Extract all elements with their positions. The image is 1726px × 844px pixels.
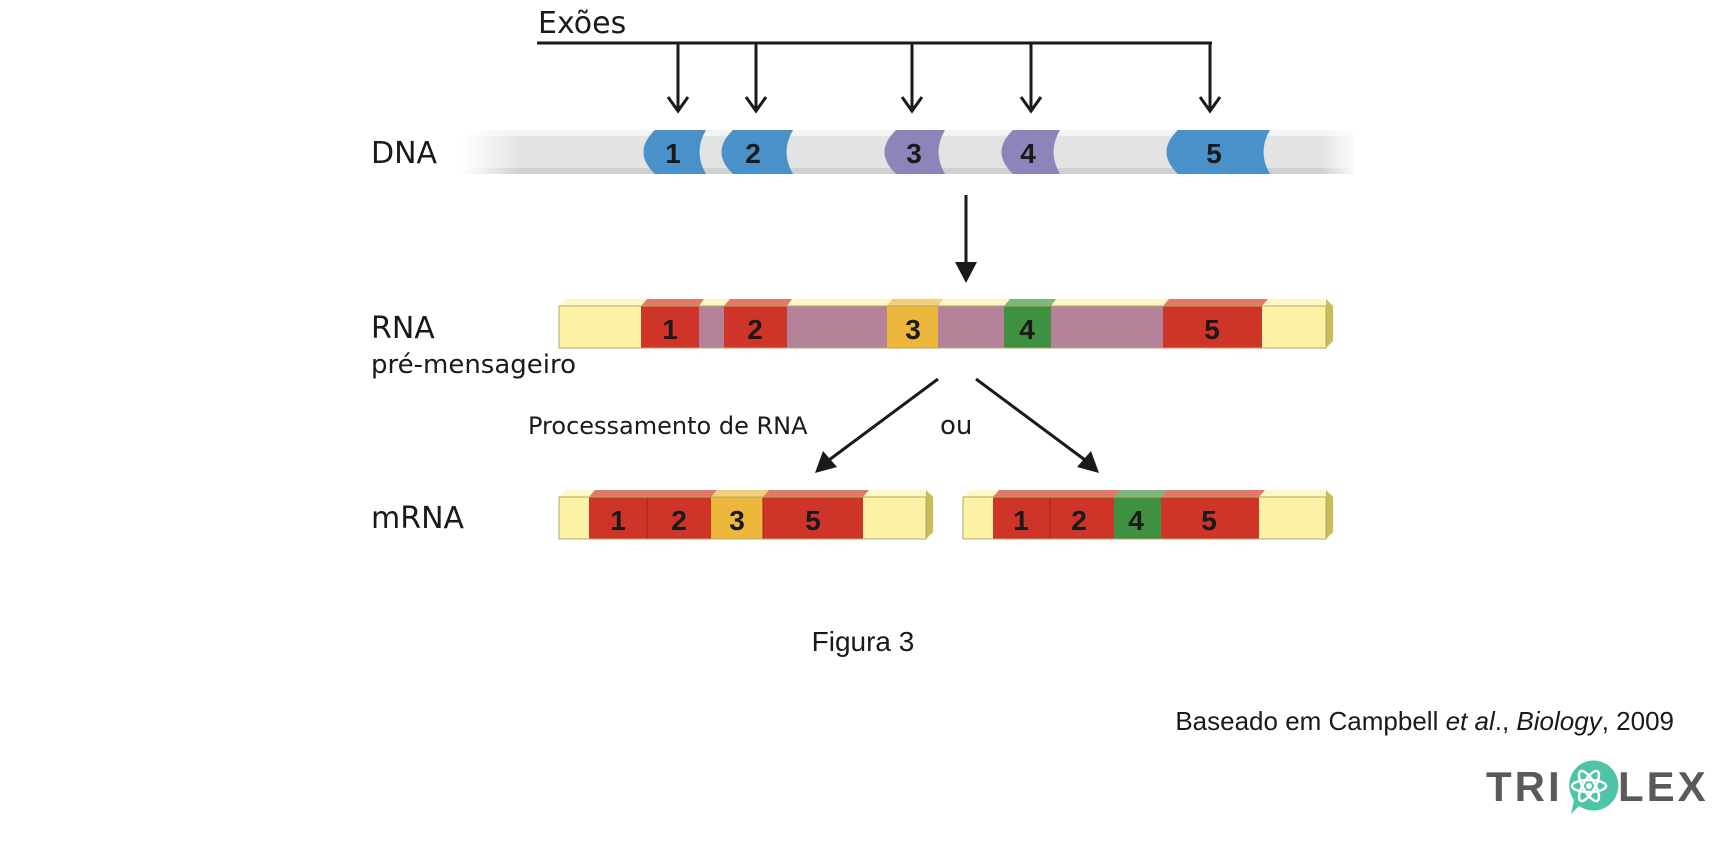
- pre-mrna-strip: [558, 299, 1333, 349]
- dna-exon-1: [643, 130, 706, 174]
- pre-exon-3: [887, 306, 938, 348]
- mrna-a-exon-1: [589, 497, 647, 539]
- mrna-a-number-1: 1: [610, 505, 626, 536]
- pre-exon-1-number: 1: [662, 314, 678, 345]
- atom-icon: [1569, 760, 1619, 814]
- mrna-variant-a: [558, 490, 933, 540]
- exons-label: Exões: [538, 6, 626, 41]
- dna-exon-4-number: 4: [1020, 138, 1036, 169]
- trilex-logo: TRI LEX: [1486, 760, 1709, 814]
- dna-label: DNA: [371, 136, 438, 171]
- mrna-b-number-2: 2: [1071, 505, 1087, 536]
- mrna-a-exon-3: [711, 497, 763, 539]
- mrna-a-exon-5: [763, 497, 863, 539]
- pre-exon-4: [1004, 306, 1051, 348]
- dna-exon-5: [1166, 130, 1270, 174]
- pre-exon-3-number: 3: [905, 314, 921, 345]
- pre-exon-5: [1163, 306, 1262, 348]
- mrna-b-number-4: 4: [1128, 505, 1144, 536]
- mrna-a-number-5: 5: [805, 505, 821, 536]
- dna-exon-3-number: 3: [906, 138, 922, 169]
- mrna-b-exon-4: [1114, 497, 1161, 539]
- mrna-variant-b: [962, 490, 1333, 540]
- mrna-b-exon-1: [993, 497, 1050, 539]
- dna-molecule: [462, 130, 1358, 174]
- dna-exon-5-number: 5: [1206, 138, 1222, 169]
- pre-exon-4-number: 4: [1019, 314, 1035, 345]
- or-label: ou: [940, 411, 972, 441]
- mrna-a-exon-2: [647, 497, 711, 539]
- dna-exon-2: [721, 130, 793, 174]
- pre-exon-5-number: 5: [1204, 314, 1220, 345]
- pre-exon-1: [641, 306, 699, 348]
- dna-exon-3: [884, 130, 945, 174]
- mrna-b-exon-5: [1161, 497, 1259, 539]
- pre-exon-2-number: 2: [747, 314, 763, 345]
- transcription-arrow: [955, 195, 977, 283]
- mrna-b-exon-2: [1050, 497, 1114, 539]
- processing-label: Processamento de RNA: [528, 412, 808, 440]
- rna-label: RNA: [371, 311, 435, 346]
- dna-exon-2-number: 2: [745, 138, 761, 169]
- dna-exon-1-number: 1: [665, 138, 681, 169]
- source-citation: Baseado em Campbell et al., Biology, 200…: [1175, 706, 1674, 736]
- mrna-a-number-3: 3: [729, 505, 745, 536]
- processing-arrows: [815, 377, 1099, 473]
- mrna-b-number-5: 5: [1201, 505, 1217, 536]
- pre-exon-2: [724, 306, 787, 348]
- exon-pointer-bracket: [537, 41, 1222, 114]
- mrna-a-number-2: 2: [671, 505, 687, 536]
- figure-caption: Figura 3: [812, 626, 915, 657]
- logo-text-right: LEX: [1618, 763, 1709, 810]
- mrna-b-number-1: 1: [1013, 505, 1029, 536]
- rna-sublabel: pré-mensageiro: [371, 350, 576, 380]
- dna-exon-4: [1001, 130, 1060, 174]
- mrna-label: mRNA: [371, 501, 465, 536]
- logo-text-left: TRI: [1486, 763, 1563, 810]
